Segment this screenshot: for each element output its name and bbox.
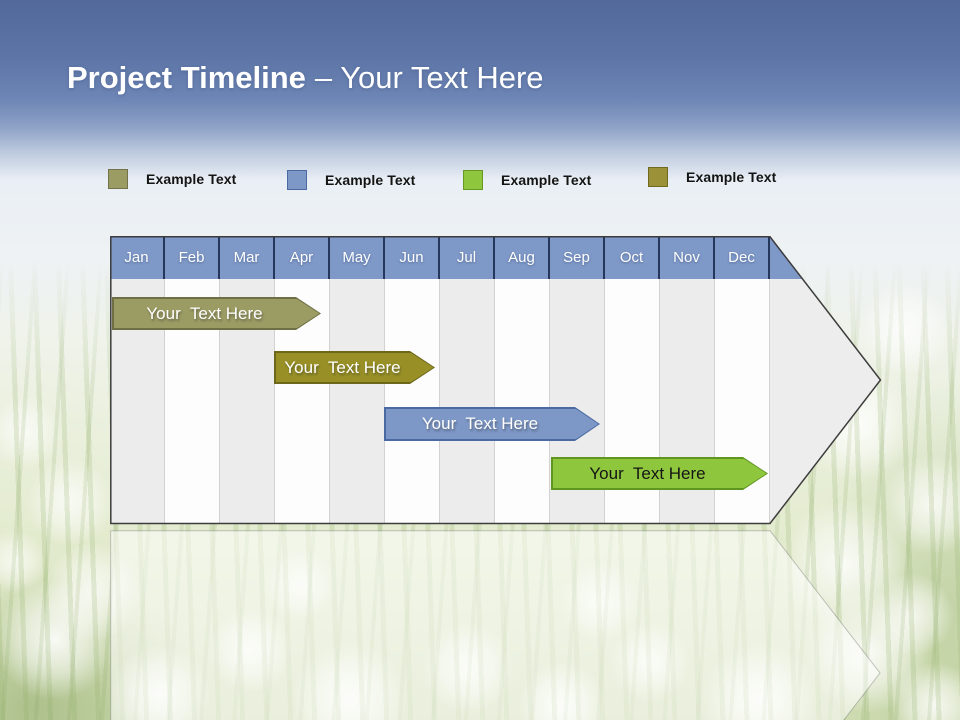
gantt-column-may [330,279,385,523]
gantt-bar-label: Your Text Here [589,463,706,483]
month-cell-sep: Sep [550,237,605,279]
title-bold-text: Project Timeline [67,60,306,95]
title-subtitle-text: – Your Text Here [314,60,544,95]
month-cell-may: May [330,237,385,279]
arrow-reflection [110,530,881,720]
legend-label: Example Text [686,168,777,185]
month-cell-mar: Mar [220,237,275,279]
legend-color-swatch [108,168,128,189]
gantt-bar-3[interactable]: Your Text Here [384,407,600,441]
gantt-column-jul [440,279,495,523]
legend-item[interactable]: Example Text [108,168,236,189]
month-cell-jun: Jun [385,237,440,279]
gantt-bar-fill [276,353,434,383]
month-cell-dec: Dec [715,237,770,279]
gantt-bar-fill [386,409,599,440]
legend-item[interactable]: Example Text [648,166,776,187]
legend-item[interactable]: Example Text [287,169,415,190]
month-cell-aug: Aug [495,237,550,279]
gantt-bar-label: Your Text Here [421,414,539,433]
month-cell-apr: Apr [275,237,330,279]
legend-color-swatch [463,169,483,190]
slide-title[interactable]: Project Timeline– Your Text Here [67,60,544,96]
legend-color-swatch [287,169,307,190]
gantt-column-aug [495,279,550,523]
legend-color-swatch [648,166,668,187]
legend-label: Example Text [325,171,416,188]
gantt-bar-2[interactable]: Your Text Here [274,351,435,384]
gantt-bar-fill [114,299,320,329]
gantt-bar-fill [553,459,767,489]
legend-label: Example Text [501,171,592,188]
month-cell-oct: Oct [605,237,660,279]
gantt-column-jun [385,279,440,523]
month-cell-jul: Jul [440,237,495,279]
gantt-bar-label: Your Text Here [284,357,401,377]
gantt-bar-1[interactable]: Your Text Here [112,297,321,330]
legend-label: Example Text [146,170,237,187]
month-cell-jan: Jan [110,237,165,279]
gantt-bar-label: Your Text Here [146,303,263,323]
gantt-bar-4[interactable]: Your Text Here [551,457,768,490]
legend-item[interactable]: Example Text [463,169,591,190]
month-cell-nov: Nov [660,237,715,279]
month-cell-feb: Feb [165,237,220,279]
